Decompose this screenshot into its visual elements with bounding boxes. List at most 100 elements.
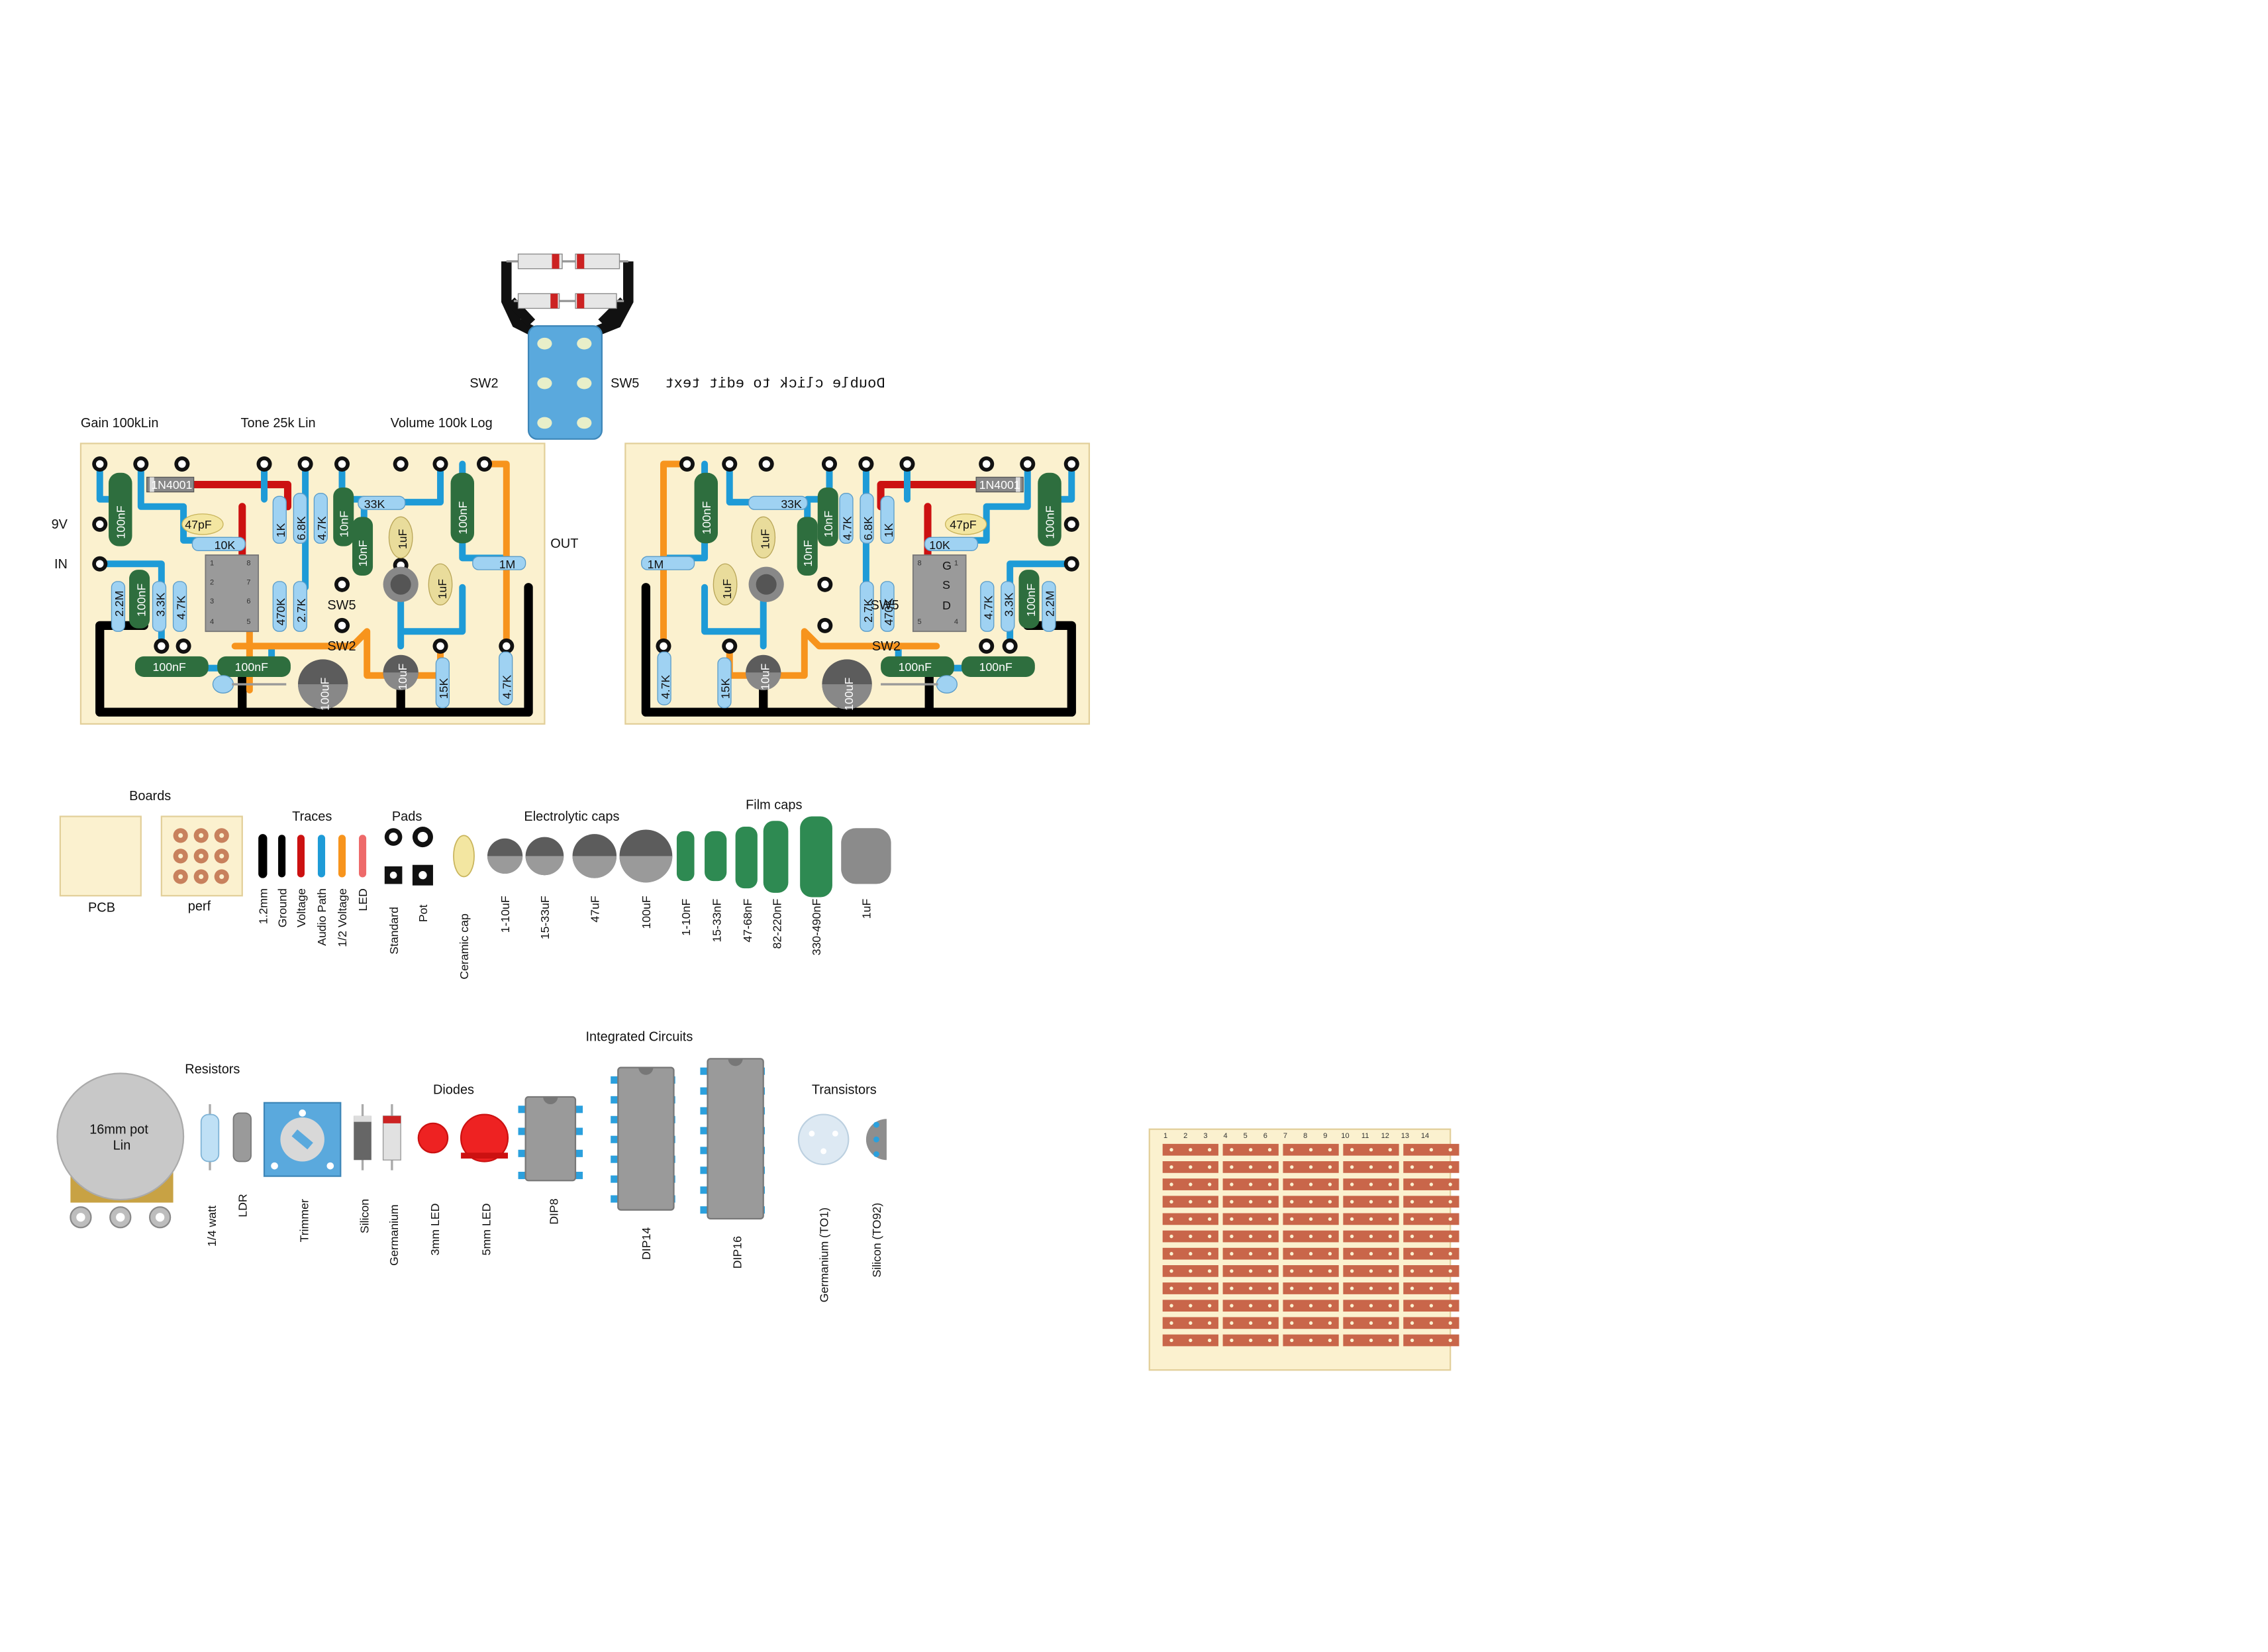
palette-resistor[interactable] — [200, 1104, 220, 1170]
strip-hole — [1230, 1234, 1234, 1239]
strip-hole — [1189, 1286, 1193, 1290]
svg-text:1K: 1K — [274, 523, 287, 537]
stripboard-strips[interactable] — [1162, 1143, 1459, 1347]
palette-dip16[interactable] — [700, 1058, 765, 1220]
svg-text:1N4001: 1N4001 — [979, 478, 1020, 491]
transistor-pin-s: S — [942, 578, 950, 592]
strip-hole — [1249, 1304, 1253, 1308]
strip-hole — [1410, 1286, 1414, 1290]
strip-hole — [1267, 1321, 1272, 1325]
palette-electrolytic-caps[interactable] — [487, 829, 673, 883]
palette-16mm-pot[interactable]: 16mm pot Lin — [56, 1072, 185, 1229]
palette-pads[interactable] — [384, 827, 433, 886]
strip-hole — [1410, 1217, 1414, 1221]
palette-ldr[interactable] — [232, 1112, 252, 1162]
strip-hole — [1230, 1286, 1234, 1290]
ic-pin — [700, 1127, 709, 1135]
components-left[interactable]: 1N4001 47pF 10K 100nF 1K 6.8K 4.7K 10nF … — [109, 472, 526, 711]
switch-left-label: SW2 — [469, 376, 498, 391]
svg-text:100nF: 100nF — [1044, 505, 1057, 539]
palette-germanium-diode[interactable] — [382, 1104, 401, 1170]
column-number: 13 — [1401, 1132, 1409, 1140]
switch-diode-1[interactable] — [506, 253, 628, 270]
cap-47pf-left: 47pF — [181, 513, 224, 535]
strip-hole — [1350, 1269, 1354, 1273]
svg-text:4: 4 — [954, 618, 958, 626]
strip-hole — [1230, 1217, 1234, 1221]
label-standard-pad: Standard — [387, 907, 401, 955]
strip-hole — [1290, 1269, 1294, 1273]
svg-text:1: 1 — [954, 559, 958, 567]
svg-text:1: 1 — [210, 559, 214, 567]
header-pads: Pads — [392, 809, 422, 824]
strip-hole — [1308, 1217, 1313, 1221]
strip-hole — [1369, 1217, 1373, 1221]
strip-hole — [1429, 1252, 1434, 1256]
led-left — [212, 675, 287, 694]
strip-hole — [1328, 1321, 1332, 1325]
ic-pin — [700, 1087, 709, 1095]
components-right[interactable]: 1N4001 47pF 10K 100nF 1K 6.8K 4.7K 10nF … — [641, 472, 1061, 711]
pcb-layout-left[interactable]: Gain 100kLin Tone 25k Lin Volume 100k Lo… — [52, 416, 579, 725]
switch-label-sw5-right: SW5 — [871, 598, 899, 613]
parts-palette-row-2: 16mm pot Lin Resistors 1/4 watt LDR Trim… — [56, 1030, 887, 1302]
strip-hole — [1369, 1165, 1373, 1169]
palette-dip14[interactable] — [611, 1066, 675, 1211]
strip-hole — [1369, 1234, 1373, 1239]
strip-hole — [1169, 1269, 1173, 1273]
strip-hole — [1448, 1286, 1452, 1290]
palette-trimmer[interactable] — [263, 1102, 342, 1177]
switch-diode-2[interactable] — [513, 293, 624, 309]
palette-3mm-led[interactable] — [417, 1122, 449, 1154]
res-15k-left: 15K — [435, 657, 450, 709]
ic-pin — [611, 1076, 620, 1084]
cap-100nf-right-c: 100nF — [1018, 570, 1040, 629]
svg-text:470K: 470K — [274, 598, 287, 626]
strip-hole — [1448, 1217, 1452, 1221]
palette-to1-transistor[interactable] — [797, 1113, 850, 1166]
label-ldr: LDR — [236, 1194, 249, 1217]
strip-hole — [1169, 1234, 1173, 1239]
strip-hole — [1350, 1234, 1354, 1239]
mirrored-text-note[interactable]: Double click to edit text — [665, 376, 885, 392]
label-dip14: DIP14 — [640, 1227, 653, 1260]
strip-hole — [1189, 1252, 1193, 1256]
palette-ceramic-cap[interactable] — [453, 835, 475, 878]
strip-hole — [1308, 1252, 1313, 1256]
res-4k7-right-c: 4.7K — [657, 651, 672, 705]
strip-hole — [1350, 1338, 1354, 1343]
res-470k-right: 470K — [880, 581, 895, 632]
palette-film-caps[interactable] — [676, 816, 891, 898]
palette-perf[interactable] — [160, 815, 243, 897]
trace-swatches[interactable] — [258, 834, 367, 878]
header-diodes: Diodes — [433, 1083, 474, 1098]
ic-socket-left[interactable]: 12 34 87 65 — [205, 554, 260, 633]
strip-hole — [1290, 1286, 1294, 1290]
strip-hole — [1290, 1148, 1294, 1152]
palette-dip8[interactable] — [518, 1096, 583, 1182]
diode-1n4001-right: 1N4001 — [975, 476, 1024, 493]
pot-text-taper: Lin — [113, 1139, 131, 1153]
strip-hole — [1448, 1269, 1452, 1273]
svg-text:100uF: 100uF — [319, 678, 332, 711]
cap-1uf-left-b: 1uF — [428, 563, 453, 605]
strip-hole — [1350, 1304, 1354, 1308]
strip-hole — [1410, 1182, 1414, 1186]
strip-hole — [1207, 1338, 1212, 1343]
footswitch-wiring[interactable]: SW2 SW5 Double click to edit text — [469, 253, 885, 440]
dpdt-switch-body[interactable] — [527, 325, 603, 440]
svg-text:10nF: 10nF — [801, 540, 814, 567]
palette-silicon-diode[interactable] — [354, 1104, 371, 1170]
palette-to92-transistor[interactable] — [865, 1119, 887, 1161]
column-number: 12 — [1381, 1132, 1389, 1140]
svg-text:100nF: 100nF — [979, 660, 1012, 674]
palette-5mm-led[interactable] — [460, 1113, 509, 1162]
palette-pcb[interactable] — [59, 815, 142, 897]
strip-hole — [1290, 1252, 1294, 1256]
